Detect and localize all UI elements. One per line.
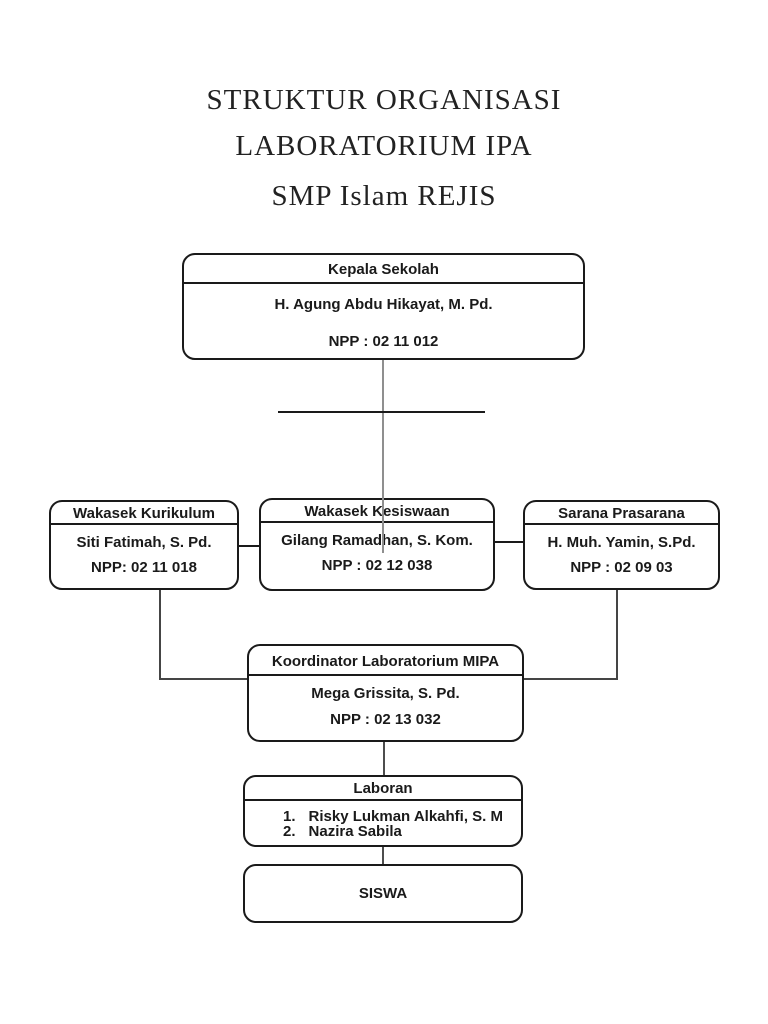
- org-node-wakasek-kesiswaan: Wakasek Kesiswaan Gilang Ramadhan, S. Ko…: [259, 498, 495, 591]
- role-title: SISWA: [358, 885, 408, 902]
- connector-koordinator-laboran: [383, 742, 385, 775]
- org-node-koordinator-laboratorium: Koordinator Laboratorium MIPA Mega Griss…: [247, 644, 524, 742]
- person-name: H. Agung Abdu Hikayat, M. Pd.: [274, 296, 493, 313]
- list-item-name: Risky Lukman Alkahfi, S. M: [308, 808, 504, 825]
- connector-kesiswaan-sarana: [495, 541, 523, 543]
- org-node-siswa: SISWA: [243, 864, 523, 923]
- laboran-member-list: 1. Risky Lukman Alkahfi, S. M 2. Nazira …: [245, 801, 521, 839]
- connector-laboran-siswa: [382, 847, 384, 864]
- connector-kurikulum-kesiswaan: [239, 545, 259, 547]
- connector-sarana-down-line: [616, 590, 618, 680]
- page-title-line-3: SMP Islam REJIS: [271, 180, 497, 212]
- connector-left-to-koordinator: [159, 678, 247, 680]
- page-title-line-1: STRUKTUR ORGANISASI: [206, 84, 562, 116]
- person-npp: NPP : 02 11 012: [328, 333, 439, 350]
- connector-horizontal-separator: [278, 411, 485, 413]
- person-name: H. Muh. Yamin, S.Pd.: [547, 534, 696, 551]
- org-node-sarana-prasarana: Sarana Prasarana H. Muh. Yamin, S.Pd. NP…: [523, 500, 720, 590]
- role-title: Wakasek Kesiswaan: [261, 500, 493, 523]
- org-node-kepala-sekolah: Kepala Sekolah H. Agung Abdu Hikayat, M.…: [182, 253, 585, 360]
- org-node-laboran: Laboran 1. Risky Lukman Alkahfi, S. M 2.…: [243, 775, 523, 847]
- person-name: Mega Grissita, S. Pd.: [311, 685, 460, 702]
- person-npp: NPP : 02 12 038: [321, 557, 433, 574]
- role-title: Laboran: [245, 777, 521, 801]
- connector-right-to-koordinator: [524, 678, 618, 680]
- list-item-number: 1.: [283, 808, 296, 825]
- list-item-name: Nazira Sabila: [308, 823, 402, 840]
- role-title: Sarana Prasarana: [525, 502, 718, 525]
- org-node-wakasek-kurikulum: Wakasek Kurikulum Siti Fatimah, S. Pd. N…: [49, 500, 239, 590]
- role-title: Wakasek Kurikulum: [51, 502, 237, 525]
- role-title: Kepala Sekolah: [184, 255, 583, 284]
- person-name: Gilang Ramadhan, S. Kom.: [281, 532, 473, 549]
- person-npp: NPP: 02 11 018: [91, 559, 197, 576]
- person-npp: NPP : 02 13 032: [330, 711, 441, 728]
- role-title: Koordinator Laboratorium MIPA: [249, 646, 522, 676]
- person-npp: NPP : 02 09 03: [570, 559, 673, 576]
- person-name: Siti Fatimah, S. Pd.: [76, 534, 212, 551]
- list-item-number: 2.: [283, 823, 296, 840]
- list-item: 1. Risky Lukman Alkahfi, S. M: [283, 809, 521, 824]
- page-title-line-2: LABORATORIUM IPA: [235, 130, 533, 162]
- connector-kurikulum-down-line: [159, 590, 161, 680]
- connector-kepala-down-line: [382, 360, 384, 553]
- list-item: 2. Nazira Sabila: [283, 824, 521, 839]
